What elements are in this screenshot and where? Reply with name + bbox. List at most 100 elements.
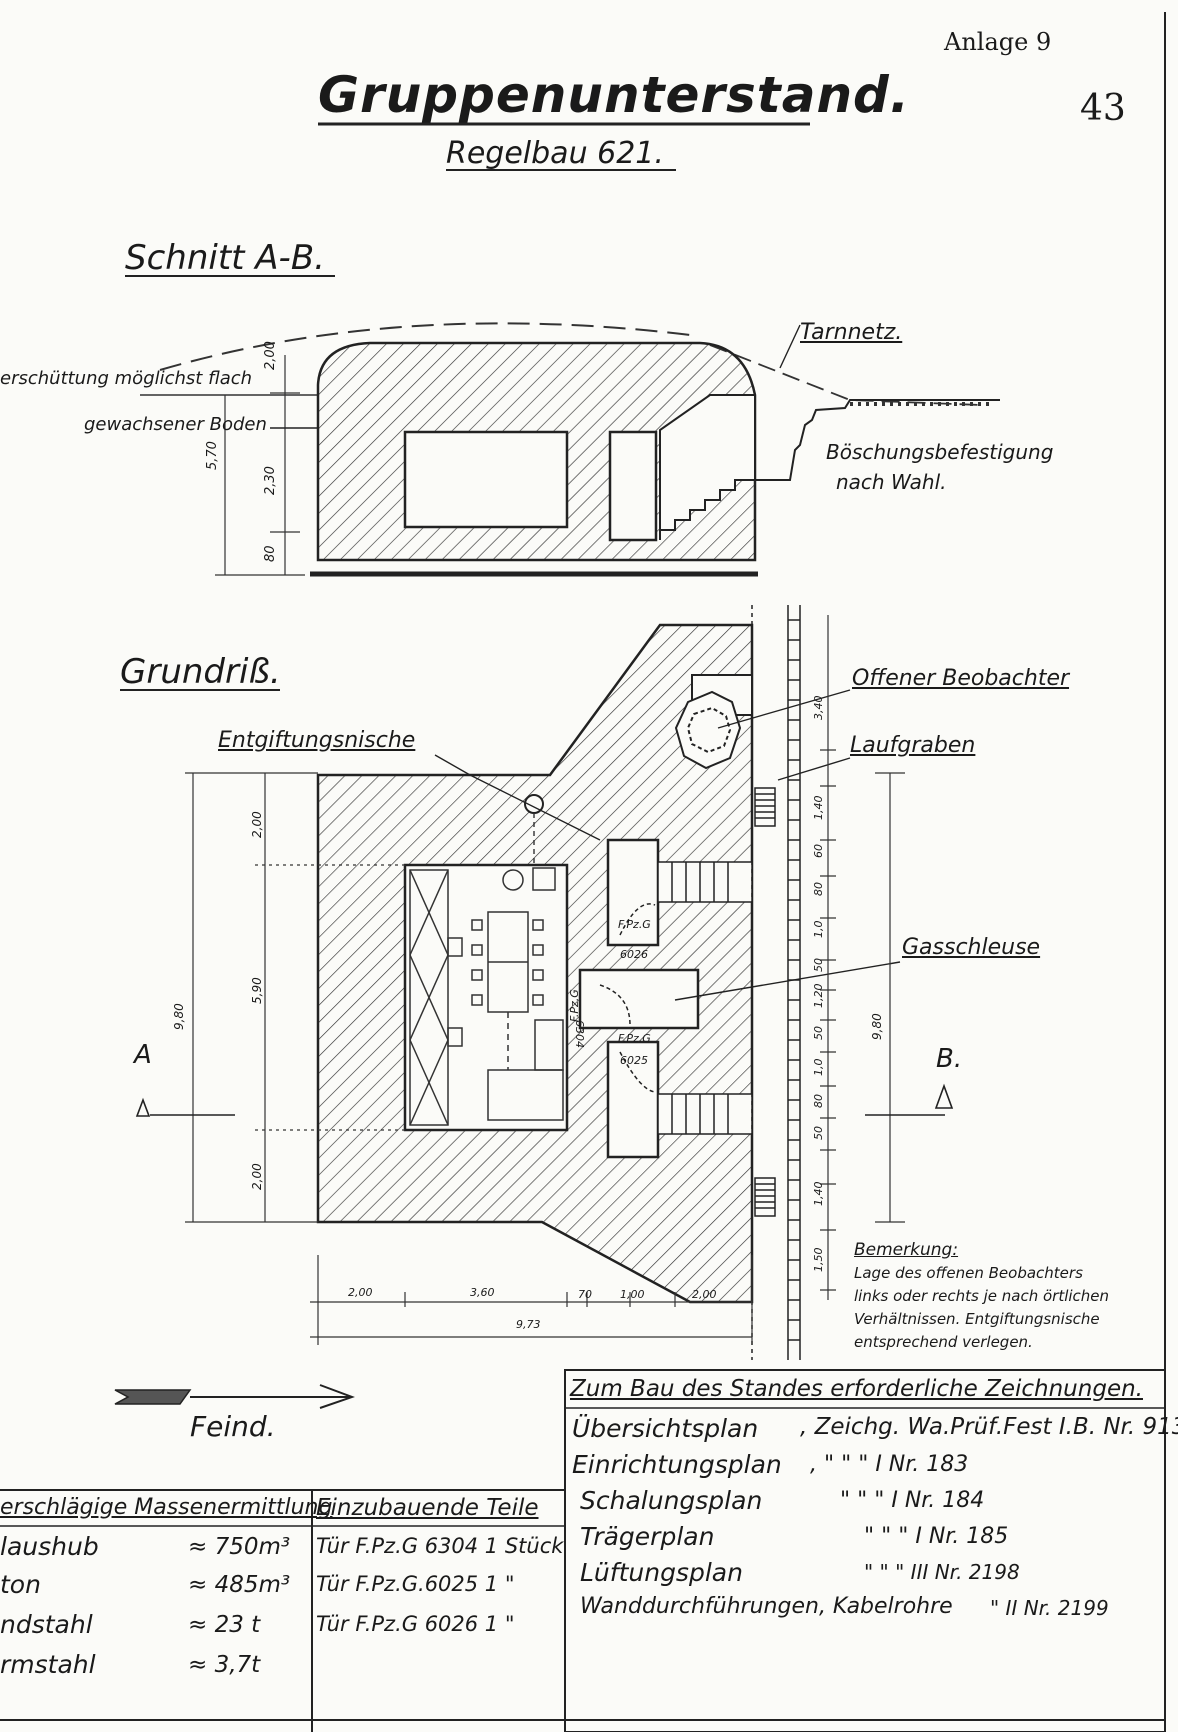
drawing-ref-5: " II Nr. 2199: [990, 1596, 1109, 1620]
leader-decon: [434, 754, 601, 841]
camouflage-net-line: [709, 344, 981, 406]
remark-title: Bemerkung:: [854, 1240, 959, 1260]
drawing-ref-4: " " " III Nr. 2198: [864, 1560, 1020, 1584]
dim-right-2: 60: [812, 844, 825, 858]
mass-item-2: ndstahl: [0, 1610, 93, 1639]
label-camouflage: Tarnnetz.: [800, 320, 903, 345]
plan-dims-right: [820, 615, 905, 1300]
door-arc: [599, 984, 631, 1026]
annex-label: Anlage 9: [944, 28, 1052, 56]
tables-grid: [0, 1369, 1166, 1732]
label-slope-2: nach Wahl.: [836, 470, 947, 494]
mass-table-header: erschlägige Massenermittlung: [0, 1495, 333, 1520]
dim-right-1: 1,40: [812, 795, 825, 821]
section-dim-4: 80: [263, 545, 278, 562]
vent-grilles: [754, 787, 776, 1217]
drawing-name-3: Trägerplan: [580, 1522, 715, 1551]
dim-bottom-2: 70: [578, 1288, 592, 1301]
plan-main-room: [403, 863, 569, 1132]
plan-bunks: [409, 869, 463, 1126]
trench: [751, 605, 801, 1360]
section-drawing: [140, 322, 1000, 577]
dim-left-3: 2,00: [250, 1163, 264, 1190]
dim-left-2: 5,90: [250, 977, 264, 1004]
section-room: [403, 430, 569, 529]
section-dim-2: 5,70: [205, 441, 220, 470]
drawing-name-5: Wanddurchführungen, Kabelrohre: [580, 1594, 953, 1619]
mass-item-0: laushub: [0, 1532, 99, 1561]
drawing-name-0: Übersichtsplan: [572, 1414, 759, 1443]
parts-row-1: Tür F.Pz.G.6025 1 ": [316, 1572, 515, 1596]
label-decon: Entgiftungsnische: [218, 728, 416, 753]
section-dim-1: 2,00: [263, 341, 278, 370]
drawing-name-2: Schalungsplan: [580, 1486, 763, 1515]
dim-right-9: 80: [812, 1094, 825, 1108]
page-subtitle: Regelbau 621.: [446, 136, 664, 171]
dim-right-12: 1,50: [812, 1247, 825, 1273]
remark-line-2: links oder rechts je nach örtlichen: [854, 1287, 1110, 1305]
plan-title: Grundriß.: [120, 652, 281, 692]
plan-lower-anteroom: [606, 1040, 660, 1159]
section-gaslock: [608, 430, 658, 542]
mass-value-3: ≈ 3,7t: [188, 1652, 261, 1678]
label-gaslock: Gasschleuse: [902, 935, 1041, 960]
plan-gaslock: [578, 968, 700, 1030]
remark-line-3: Verhältnissen. Entgiftungsnische: [854, 1310, 1100, 1328]
door-label-3b: 6025: [620, 1054, 648, 1067]
section-stair: [659, 394, 756, 540]
dim-bottom-1: 3,60: [470, 1286, 495, 1299]
mass-item-3: rmstahl: [0, 1650, 96, 1679]
drawing-name-1: Einrichtungsplan: [572, 1450, 782, 1479]
door-label-3a: F.Pz.G: [618, 1032, 651, 1045]
dim-left-1: 2,00: [250, 811, 264, 838]
earth-cover-line: [159, 322, 691, 371]
label-observer: Offener Beobachter: [852, 666, 1070, 691]
label-slope-1: Böschungsbefestigung: [826, 440, 1054, 464]
dim-right-10: 50: [812, 1126, 825, 1140]
dim-right-3: 80: [812, 882, 825, 896]
section-dim-3: 2,30: [263, 466, 278, 495]
slope-reinforcement: [755, 399, 1000, 481]
dim-right-8: 1,0: [812, 1058, 825, 1077]
plan-dims-bottom: [310, 1255, 753, 1345]
leader-trench: [777, 757, 851, 781]
mass-value-1: ≈ 485m³: [188, 1572, 291, 1598]
drawing-name-4: Lüftungsplan: [580, 1558, 743, 1587]
label-trench: Laufgraben: [850, 733, 976, 758]
dim-right-11: 1,40: [812, 1181, 825, 1207]
remark-line-1: Lage des offenen Beobachters: [854, 1264, 1083, 1282]
enemy-arrow: [114, 1384, 355, 1409]
dim-right-total: 9,80: [870, 1013, 884, 1040]
label-fill-note: erschüttung möglichst flach: [0, 368, 253, 389]
dim-right-5: 50: [812, 958, 825, 972]
parts-table-header: Einzubauende Teile: [316, 1495, 539, 1521]
door-arc: [619, 903, 656, 936]
section-title: Schnitt A-B.: [125, 238, 325, 278]
dim-bottom-0: 2,00: [348, 1286, 373, 1299]
plan-stairs: [657, 861, 753, 1135]
label-ground: gewachsener Boden: [84, 414, 267, 435]
dim-right-6: 1,20: [812, 983, 825, 1009]
page-title: Gruppenunterstand.: [318, 66, 910, 124]
dim-right-7: 50: [812, 1026, 825, 1040]
enemy-label: Feind.: [190, 1410, 276, 1443]
cut-label-b: B.: [936, 1044, 963, 1074]
plan-drawing: [135, 324, 954, 1360]
dim-left-total: 9,80: [172, 1003, 186, 1030]
dim-bottom-total: 9,73: [516, 1318, 541, 1331]
cut-label-a: A: [134, 1040, 152, 1070]
drawing-ref-3: " " " I Nr. 185: [864, 1524, 1009, 1549]
open-observer: [674, 674, 753, 770]
drawing-ref-1: , " " " I Nr. 183: [810, 1452, 969, 1477]
drawing-ref-2: " " " I Nr. 184: [840, 1488, 985, 1513]
mass-item-1: ton: [0, 1570, 41, 1599]
cut-markers: [135, 1083, 954, 1117]
parts-row-0: Tür F.Pz.G 6304 1 Stück: [316, 1534, 564, 1558]
plan-dims-left: [185, 772, 405, 1223]
leader-camouflage: [779, 324, 801, 369]
dim-bottom-3: 1,00: [620, 1288, 645, 1301]
mass-value-0: ≈ 750m³: [188, 1534, 291, 1560]
plan-table: [471, 867, 564, 1121]
drawings-table-header: Zum Bau des Standes erforderliche Zeichn…: [570, 1376, 1143, 1402]
